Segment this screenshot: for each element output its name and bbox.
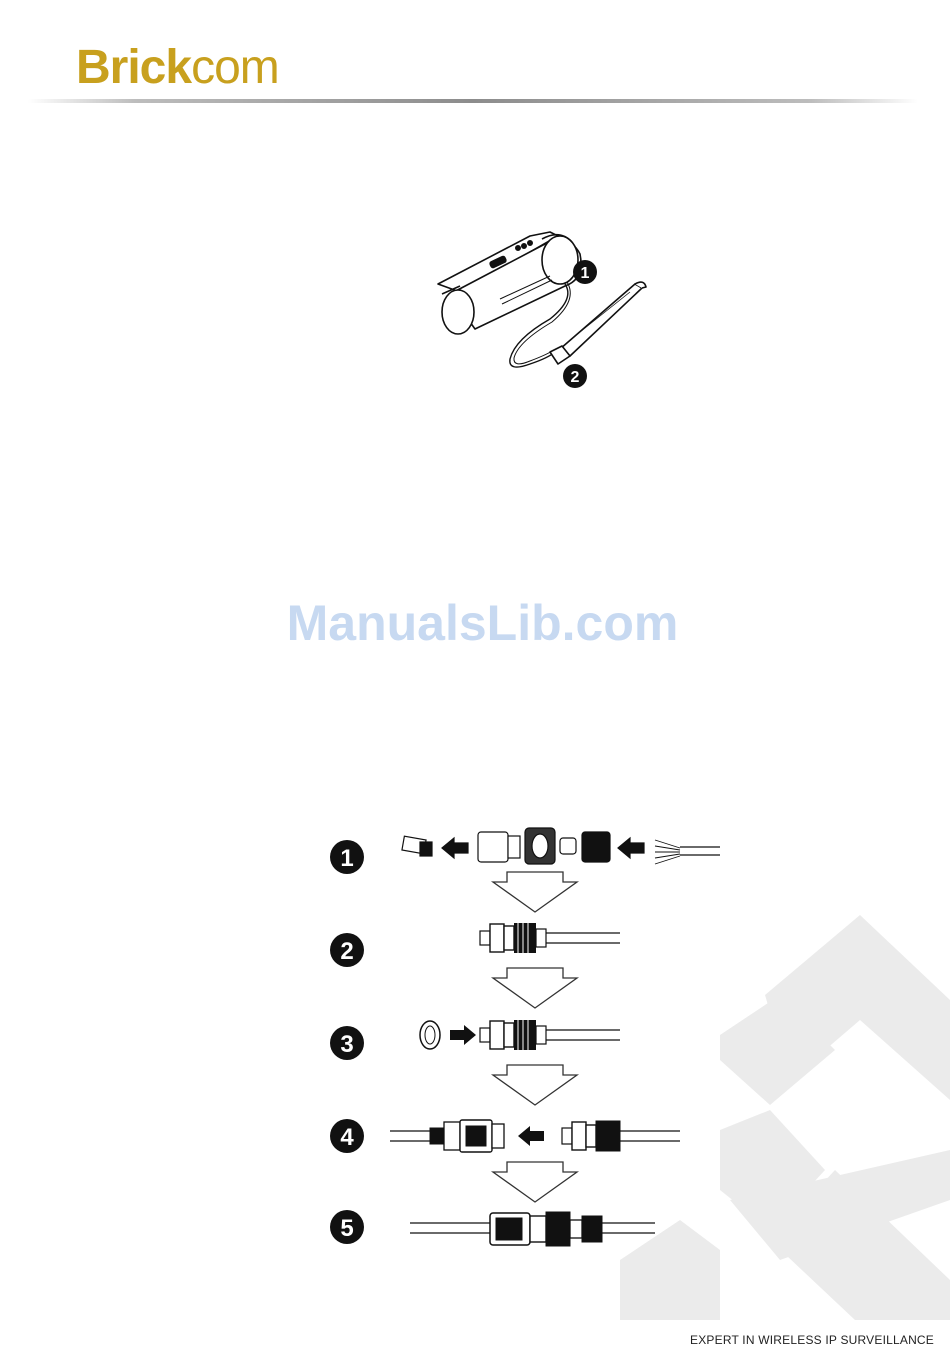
- callout-2-label: 2: [571, 369, 580, 386]
- callout-2: 2: [563, 364, 587, 388]
- connector-assembly-steps: 1 2 3 4: [320, 820, 740, 1260]
- step-3-oring: [420, 1021, 440, 1049]
- step-4-right-connector: [562, 1121, 680, 1151]
- step-1-badge: 1: [330, 840, 364, 874]
- step-3-badge: 3: [330, 1026, 364, 1060]
- step-1-label: 1: [340, 845, 353, 872]
- brand-logo-bold: Brick: [76, 41, 191, 94]
- step-1-parts: [402, 828, 720, 864]
- step-5-badge: 5: [330, 1210, 364, 1244]
- brand-logo-light: com: [191, 41, 279, 94]
- header-divider: [28, 99, 918, 103]
- step-4-badge: 4: [330, 1119, 364, 1153]
- step-3-label: 3: [340, 1031, 353, 1058]
- callout-1: 1: [573, 260, 597, 284]
- camera-antenna-illustration: 1 2: [430, 224, 660, 394]
- brand-logo: Brickcom: [76, 44, 279, 92]
- step-5-label: 5: [340, 1215, 353, 1242]
- footer-tagline: EXPERT IN WIRELESS IP SURVEILLANCE: [690, 1333, 934, 1347]
- step-4-left-cable: [390, 1120, 504, 1152]
- step-3-connector: [480, 1020, 620, 1050]
- watermark: ManualsLib.com: [0, 594, 950, 652]
- step-2-badge: 2: [330, 933, 364, 967]
- step-4-label: 4: [340, 1124, 354, 1151]
- callout-1-label: 1: [581, 265, 590, 282]
- step-2-label: 2: [340, 938, 353, 965]
- step-2-connector: [480, 923, 620, 953]
- step-5-assembled: [410, 1212, 655, 1246]
